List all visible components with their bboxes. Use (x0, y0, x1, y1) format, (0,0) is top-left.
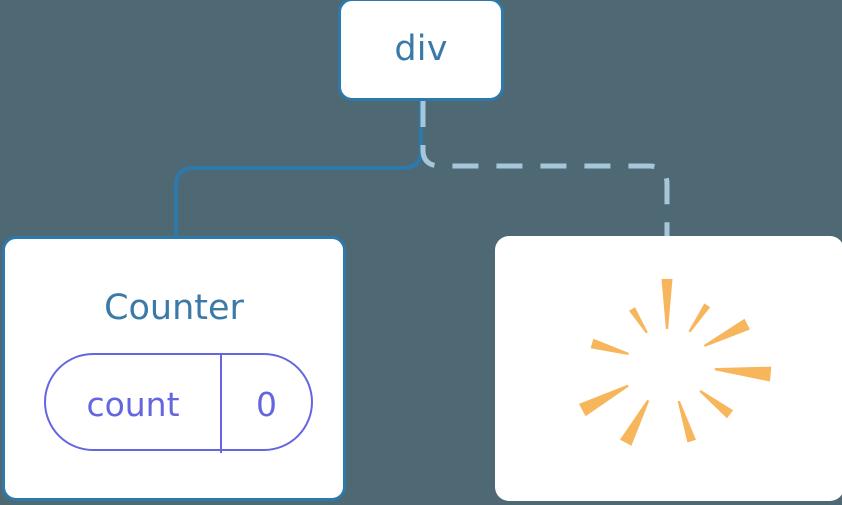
starburst-rays (578, 279, 772, 446)
state-pill-divider (220, 355, 222, 453)
state-pill-count[interactable]: count 0 (44, 353, 313, 453)
starburst-ray-10 (629, 307, 648, 334)
state-pill-key: count (86, 384, 180, 424)
edge-div-to-counter (174, 101, 423, 238)
edge-div-to-burst (420, 101, 670, 238)
starburst-ray-5 (699, 389, 734, 419)
state-pill-value: 0 (256, 384, 277, 424)
starburst-ray-8 (578, 384, 629, 417)
node-counter[interactable]: Counter count 0 (2, 236, 346, 501)
starburst-ray-2 (688, 303, 711, 333)
starburst-icon (578, 279, 772, 446)
starburst-ray-3 (703, 318, 750, 347)
node-counter-label: Counter (104, 288, 244, 328)
starburst-ray-7 (619, 399, 650, 446)
starburst-ray-6 (677, 400, 696, 443)
starburst-ray-9 (590, 338, 629, 356)
starburst-ray-1 (661, 279, 673, 329)
node-div-label: div (394, 29, 448, 69)
node-div[interactable]: div (338, 0, 504, 101)
node-burst[interactable] (495, 236, 842, 501)
starburst-ray-4 (714, 366, 772, 382)
